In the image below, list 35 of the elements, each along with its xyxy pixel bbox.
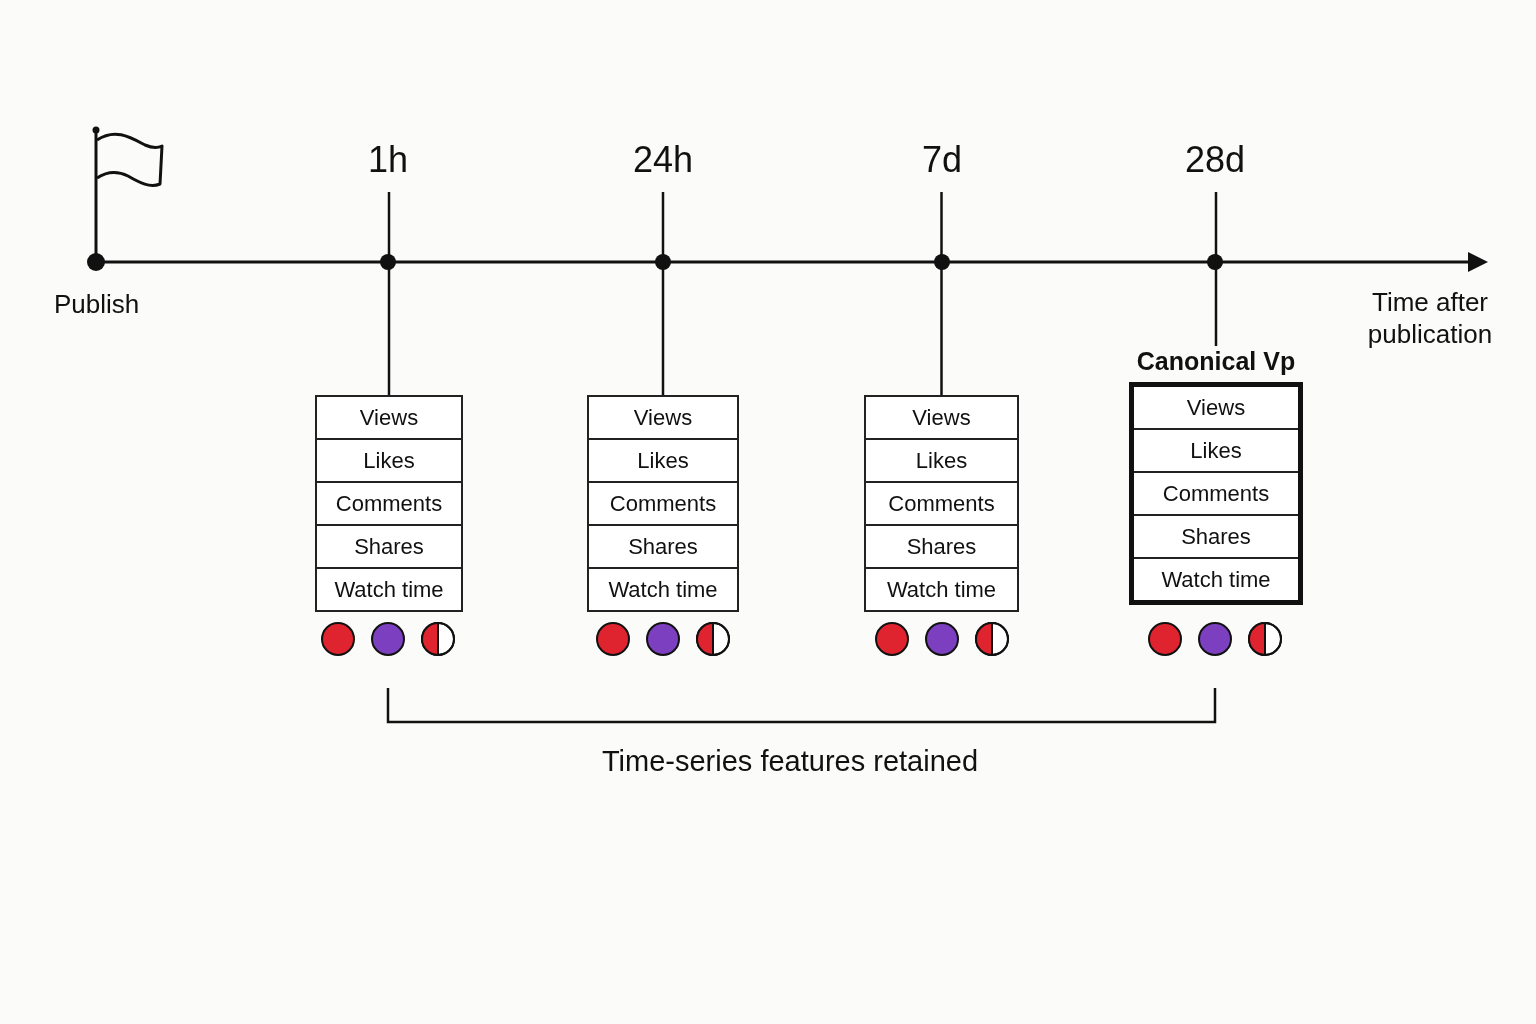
metric-cell: Watch time <box>866 567 1017 610</box>
metric-cell: Comments <box>589 481 737 524</box>
metric-cell-text: Views <box>632 404 694 432</box>
time-label: 24h <box>618 140 708 192</box>
table-heading: Canonical Vp <box>1135 346 1297 377</box>
axis-label: Publish <box>54 288 141 320</box>
connector-line <box>940 192 943 395</box>
metric-cell-text: Views <box>1185 394 1247 422</box>
metric-cell: Comments <box>317 481 461 524</box>
metric-cell: Watch time <box>317 567 461 610</box>
metric-cell: Shares <box>1134 514 1298 557</box>
metric-cell-text: Views <box>358 404 420 432</box>
metric-cell: Likes <box>866 438 1017 481</box>
time-label: 28d <box>1170 140 1260 192</box>
axis-label: Time-series features retained <box>600 745 980 777</box>
time-label: 1h <box>348 140 428 192</box>
metric-cell: Shares <box>317 524 461 567</box>
metric-cell-text: Views <box>911 404 972 432</box>
metric-cell: Shares <box>866 524 1017 567</box>
metric-cell: Likes <box>1134 428 1298 471</box>
connector-line <box>661 192 665 395</box>
metrics-table <box>587 395 739 612</box>
metrics-table <box>864 395 1019 612</box>
time-label: 7d <box>902 140 982 192</box>
connector-line <box>1214 192 1218 346</box>
metric-cell: Comments <box>866 481 1017 524</box>
metric-cell: Watch time <box>589 567 737 610</box>
axis-label: Time after publication <box>1366 286 1494 350</box>
metrics-table <box>315 395 463 612</box>
metric-cell: Likes <box>589 438 737 481</box>
metric-cell: Comments <box>1134 471 1298 514</box>
connector-line <box>387 192 391 395</box>
metric-cell: Watch time <box>1134 557 1298 600</box>
metric-cell: Shares <box>589 524 737 567</box>
metric-cell: Likes <box>317 438 461 481</box>
